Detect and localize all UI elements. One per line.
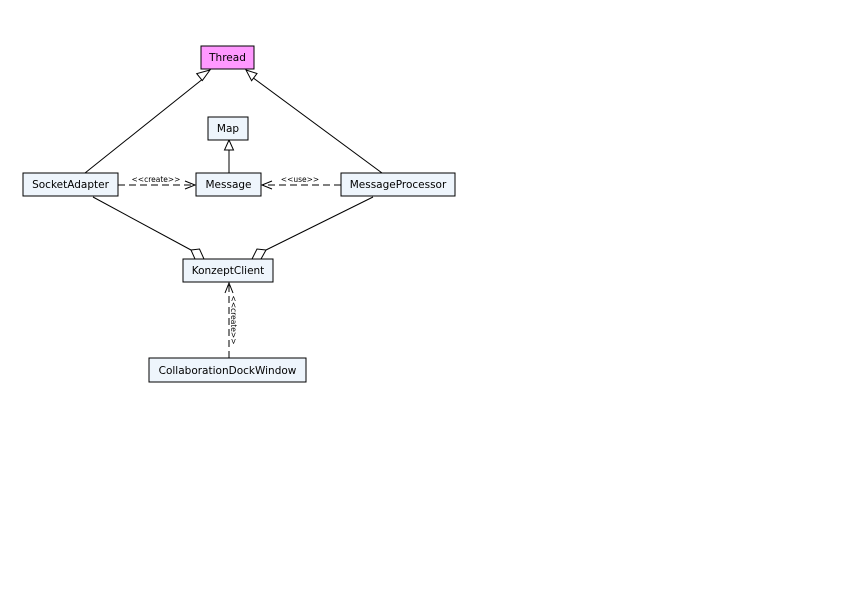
class-collaboration-dock-window-box xyxy=(148,357,307,383)
class-map-box xyxy=(207,116,249,141)
aggregation-diamond-icon xyxy=(251,248,267,260)
inheritance-arrowhead-icon xyxy=(223,138,235,151)
dependency-arrowhead-icon xyxy=(184,180,197,190)
class-konzept-client[interactable]: KonzeptClient xyxy=(182,258,274,283)
class-message-processor-box xyxy=(340,172,456,197)
class-map[interactable]: Map xyxy=(207,116,249,141)
class-message[interactable]: Message xyxy=(195,172,262,197)
stereotype-use-label: <<use>> xyxy=(281,175,319,184)
socket-adapter-inherits-thread-line xyxy=(84,77,205,174)
class-collaboration-dock-window[interactable]: CollaborationDockWindow xyxy=(148,357,307,383)
class-message-processor[interactable]: MessageProcessor xyxy=(340,172,456,197)
class-collaboration-dock-window-label: CollaborationDockWindow xyxy=(159,365,297,377)
class-message-box xyxy=(195,172,262,197)
class-message-processor-label: MessageProcessor xyxy=(350,179,447,191)
stereotype-create-vertical-label: <<create>> xyxy=(229,296,238,345)
class-thread-label: Thread xyxy=(208,52,246,64)
class-map-label: Map xyxy=(217,123,239,135)
socket-adapter-aggregation-line xyxy=(92,196,192,251)
dependency-arrowhead-icon xyxy=(260,180,273,190)
dependency-arrowhead-icon xyxy=(224,281,234,294)
inheritance-arrowhead-icon xyxy=(244,69,258,82)
class-message-label: Message xyxy=(205,179,251,191)
class-socket-adapter-label: SocketAdapter xyxy=(32,179,109,191)
class-konzept-client-label: KonzeptClient xyxy=(192,265,265,277)
class-socket-adapter[interactable]: SocketAdapter xyxy=(22,172,119,197)
inheritance-arrowhead-icon xyxy=(195,69,212,82)
aggregation-diamond-icon xyxy=(190,248,205,260)
class-thread[interactable]: Thread xyxy=(200,45,255,70)
class-thread-box xyxy=(200,45,255,70)
message-processor-inherits-thread-line xyxy=(251,76,383,174)
message-processor-aggregation-line xyxy=(265,196,374,251)
class-socket-adapter-box xyxy=(22,172,119,197)
stereotype-create-label: <<create>> xyxy=(132,175,181,184)
class-konzept-client-box xyxy=(182,258,274,283)
